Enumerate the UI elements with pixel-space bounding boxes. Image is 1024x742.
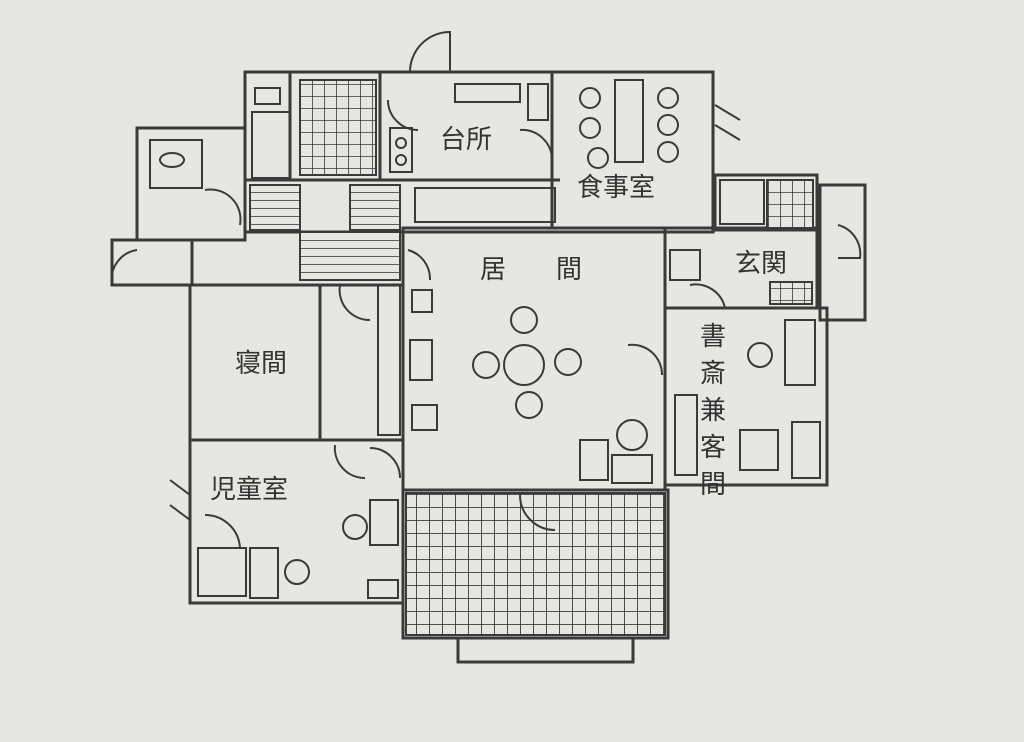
study-shelf — [791, 421, 821, 479]
kitchen-counter — [454, 83, 521, 103]
door-swing — [407, 249, 432, 281]
living-stool — [411, 404, 438, 431]
room-label-living-1: 居 — [480, 255, 506, 285]
room-label-bedroom: 寝間 — [235, 349, 287, 379]
study-desk — [784, 319, 816, 386]
living-chair — [411, 289, 433, 313]
doors — [110, 30, 862, 549]
shoe-tile-floor — [766, 179, 814, 229]
children-cabinet — [369, 499, 399, 546]
porch-wall — [818, 183, 867, 322]
study-chair — [739, 429, 779, 471]
room-label-children: 児童室 — [210, 475, 288, 505]
door-swing — [519, 494, 556, 531]
bath-shelf — [254, 87, 281, 105]
room-label-living-2: 間 — [556, 255, 582, 285]
window-mark — [714, 104, 741, 141]
children-desk — [249, 547, 279, 599]
door-swing — [519, 128, 554, 161]
room-label-study-3: 兼 — [700, 396, 726, 426]
door-swing — [837, 224, 862, 259]
bath-block-wall — [135, 126, 247, 242]
burner — [395, 154, 407, 166]
hall-wall — [713, 173, 819, 232]
children-closet — [197, 547, 247, 597]
door-swing — [387, 99, 419, 131]
stair-2 — [349, 184, 401, 231]
door-swing — [689, 283, 726, 309]
room-label-entrance: 玄関 — [735, 249, 787, 279]
entrance-tile-floor — [769, 281, 813, 305]
door-swing — [369, 447, 401, 479]
stove — [389, 127, 413, 173]
closet — [719, 179, 765, 225]
living-wall — [401, 226, 667, 492]
room-label-study-5: 間 — [700, 470, 726, 500]
walls — [110, 70, 867, 664]
bath-cabinet — [251, 111, 291, 179]
window-mark — [169, 479, 191, 521]
door-swing — [110, 249, 138, 286]
study-wall — [663, 306, 829, 487]
door-swing — [204, 513, 241, 549]
utility-wall — [110, 238, 194, 287]
room-label-kitchen: 台所 — [440, 125, 492, 155]
fixtures — [149, 79, 821, 599]
dining-table — [614, 79, 644, 163]
door-swing — [333, 444, 366, 480]
stair-1 — [249, 184, 301, 231]
door-swing — [338, 284, 371, 322]
door-swing — [204, 188, 242, 226]
study-bookcase — [674, 394, 698, 476]
bedroom-closet — [377, 284, 401, 436]
basin — [159, 152, 185, 168]
room-label-study-4: 客 — [700, 433, 726, 463]
kitchen-cabinet — [414, 187, 556, 223]
entrance-box — [669, 249, 701, 281]
bathtub — [149, 139, 203, 189]
room-label-study-2: 斎 — [700, 359, 726, 389]
room-label-study-1: 書 — [700, 322, 726, 352]
children-shelf — [367, 579, 399, 599]
living-cabinet — [611, 454, 653, 484]
sink — [527, 83, 549, 121]
door-swing — [627, 343, 664, 376]
living-cabinet — [579, 439, 609, 481]
west-wing-wall — [188, 283, 405, 605]
terrace-floor — [405, 492, 666, 636]
door-swing — [409, 30, 451, 73]
room-label-dining: 食事室 — [577, 173, 655, 203]
stair-3 — [299, 231, 401, 281]
living-table — [503, 344, 545, 386]
burner — [395, 137, 407, 149]
terrace-step — [456, 636, 635, 664]
living-sofa — [409, 339, 433, 381]
bath-tile-floor — [299, 79, 377, 176]
